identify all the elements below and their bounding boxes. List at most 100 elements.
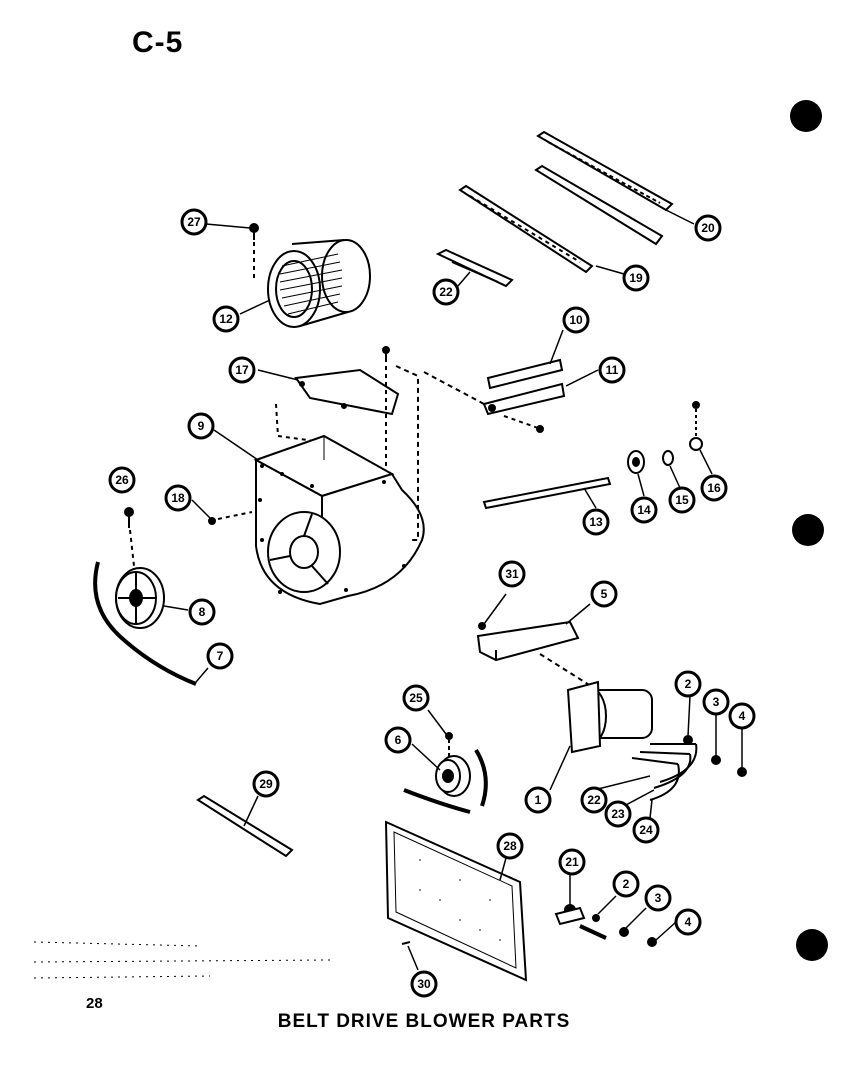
callout-label: 1 [535, 793, 542, 807]
motor-mount-5 [476, 620, 611, 699]
callout-1: 1 [524, 786, 552, 814]
bar-29 [196, 794, 294, 858]
shaft-13 [482, 476, 612, 510]
screw-26 [124, 507, 135, 567]
callout-label: 2 [623, 877, 630, 891]
nut-16 [689, 401, 703, 451]
mounting-bar-10 [486, 358, 564, 390]
callout-4: 4 [728, 702, 756, 730]
motor-pulley-6 [435, 755, 471, 797]
callout-14: 14 [630, 496, 658, 524]
blower-housing-9 [253, 365, 425, 606]
callout-label: 4 [739, 709, 746, 723]
callout-label: 28 [503, 839, 517, 853]
callout-29: 29 [252, 770, 280, 798]
callout-label: 12 [219, 312, 233, 326]
callout-24: 24 [632, 816, 660, 844]
callout-3: 3 [702, 688, 730, 716]
motor-belt [403, 748, 488, 814]
callout-20: 20 [694, 214, 722, 242]
callout-11: 11 [598, 356, 626, 384]
callout-label: 25 [409, 691, 423, 705]
callout-label: 29 [259, 777, 273, 791]
punch-hole-top [790, 100, 822, 132]
callout-4: 4 [674, 908, 702, 936]
blower-pulley-8 [115, 567, 165, 629]
diagram-caption: BELT DRIVE BLOWER PARTS [277, 1011, 571, 1032]
callout-label: 16 [707, 481, 721, 495]
punch-hole-bottom [796, 929, 828, 961]
callout-label: 24 [639, 823, 653, 837]
callout-label: 6 [395, 733, 402, 747]
callout-label: 14 [637, 503, 651, 517]
callout-label: 22 [439, 285, 453, 299]
callout-10: 10 [562, 306, 590, 334]
blower-wheel-12 [267, 239, 371, 328]
callout-label: 10 [569, 313, 583, 327]
callout-26: 26 [108, 466, 136, 494]
callout-label: 9 [198, 419, 205, 433]
section-code: C-5 [132, 26, 184, 59]
callout-label: 23 [611, 807, 625, 821]
callout-label: 15 [675, 493, 689, 507]
callout-22: 22 [580, 786, 608, 814]
motor-hardware-2-3-4 [683, 735, 747, 777]
callout-30: 30 [410, 970, 438, 998]
leader-lines [163, 209, 743, 971]
callout-18: 18 [164, 484, 192, 512]
callout-5: 5 [590, 580, 618, 608]
callout-label: 20 [701, 221, 715, 235]
callout-17: 17 [228, 356, 256, 384]
bolt-21 [554, 904, 607, 940]
callout-label: 3 [655, 891, 662, 905]
callout-label: 13 [589, 515, 603, 529]
callout-label: 21 [565, 855, 579, 869]
rail-top-20 [536, 130, 674, 212]
callout-label: 26 [115, 473, 129, 487]
callout-8: 8 [188, 598, 216, 626]
screw-18 [208, 511, 253, 525]
callout-27: 27 [180, 208, 208, 236]
callout-label: 17 [235, 363, 249, 377]
bracket-22-top [435, 248, 514, 288]
callout-label: 3 [713, 695, 720, 709]
callout-label: 7 [217, 649, 224, 663]
callout-13: 13 [582, 508, 610, 536]
callout-15: 15 [668, 486, 696, 514]
page-number: 28 [86, 995, 103, 1012]
rail-19 [458, 164, 664, 274]
filter-28 [384, 820, 528, 982]
callout-markers: 2712222019179101126181314151687315256234… [108, 208, 756, 998]
screw-vertical [382, 346, 390, 500]
callout-12: 12 [212, 305, 240, 333]
callout-25: 25 [402, 684, 430, 712]
callout-31: 31 [498, 560, 526, 588]
motor-1 [566, 680, 698, 801]
bracket-11 [423, 371, 566, 433]
callout-label: 22 [587, 793, 601, 807]
callout-2: 2 [674, 670, 702, 698]
callout-2: 2 [612, 870, 640, 898]
punch-hole-middle [792, 514, 824, 546]
callout-23: 23 [604, 800, 632, 828]
callout-16: 16 [700, 474, 728, 502]
callout-label: 8 [199, 605, 206, 619]
scan-artifacts [33, 941, 331, 979]
callout-label: 4 [685, 915, 692, 929]
callout-label: 11 [606, 363, 619, 377]
collar-15 [662, 450, 674, 466]
bolt-hardware-2-3-4 [592, 914, 657, 947]
callout-label: 31 [505, 567, 519, 581]
callout-21: 21 [558, 848, 586, 876]
cutoff-plate-17 [275, 368, 400, 443]
belt-7 [93, 561, 197, 686]
callout-label: 30 [417, 977, 431, 991]
callout-28: 28 [496, 832, 524, 860]
callout-3: 3 [644, 884, 672, 912]
callout-label: 27 [187, 215, 201, 229]
callout-label: 5 [601, 587, 608, 601]
callout-19: 19 [622, 264, 650, 292]
clip-30 [401, 941, 411, 945]
